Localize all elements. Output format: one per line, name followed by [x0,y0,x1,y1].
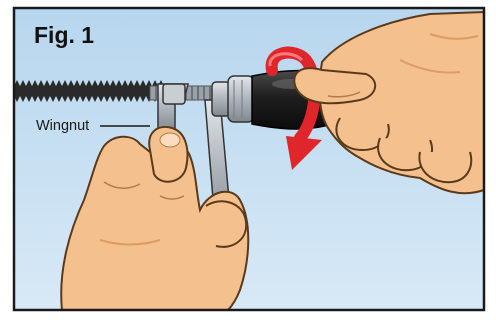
metal-collar [211,75,255,123]
figure-title: Fig. 1 [34,22,95,48]
left-hand [60,126,250,311]
right-hand [293,10,485,195]
saw-blade [14,80,164,102]
rotation-arrow [265,46,322,170]
wingnut-label: Wingnut [36,118,90,134]
figure-border [12,6,486,312]
